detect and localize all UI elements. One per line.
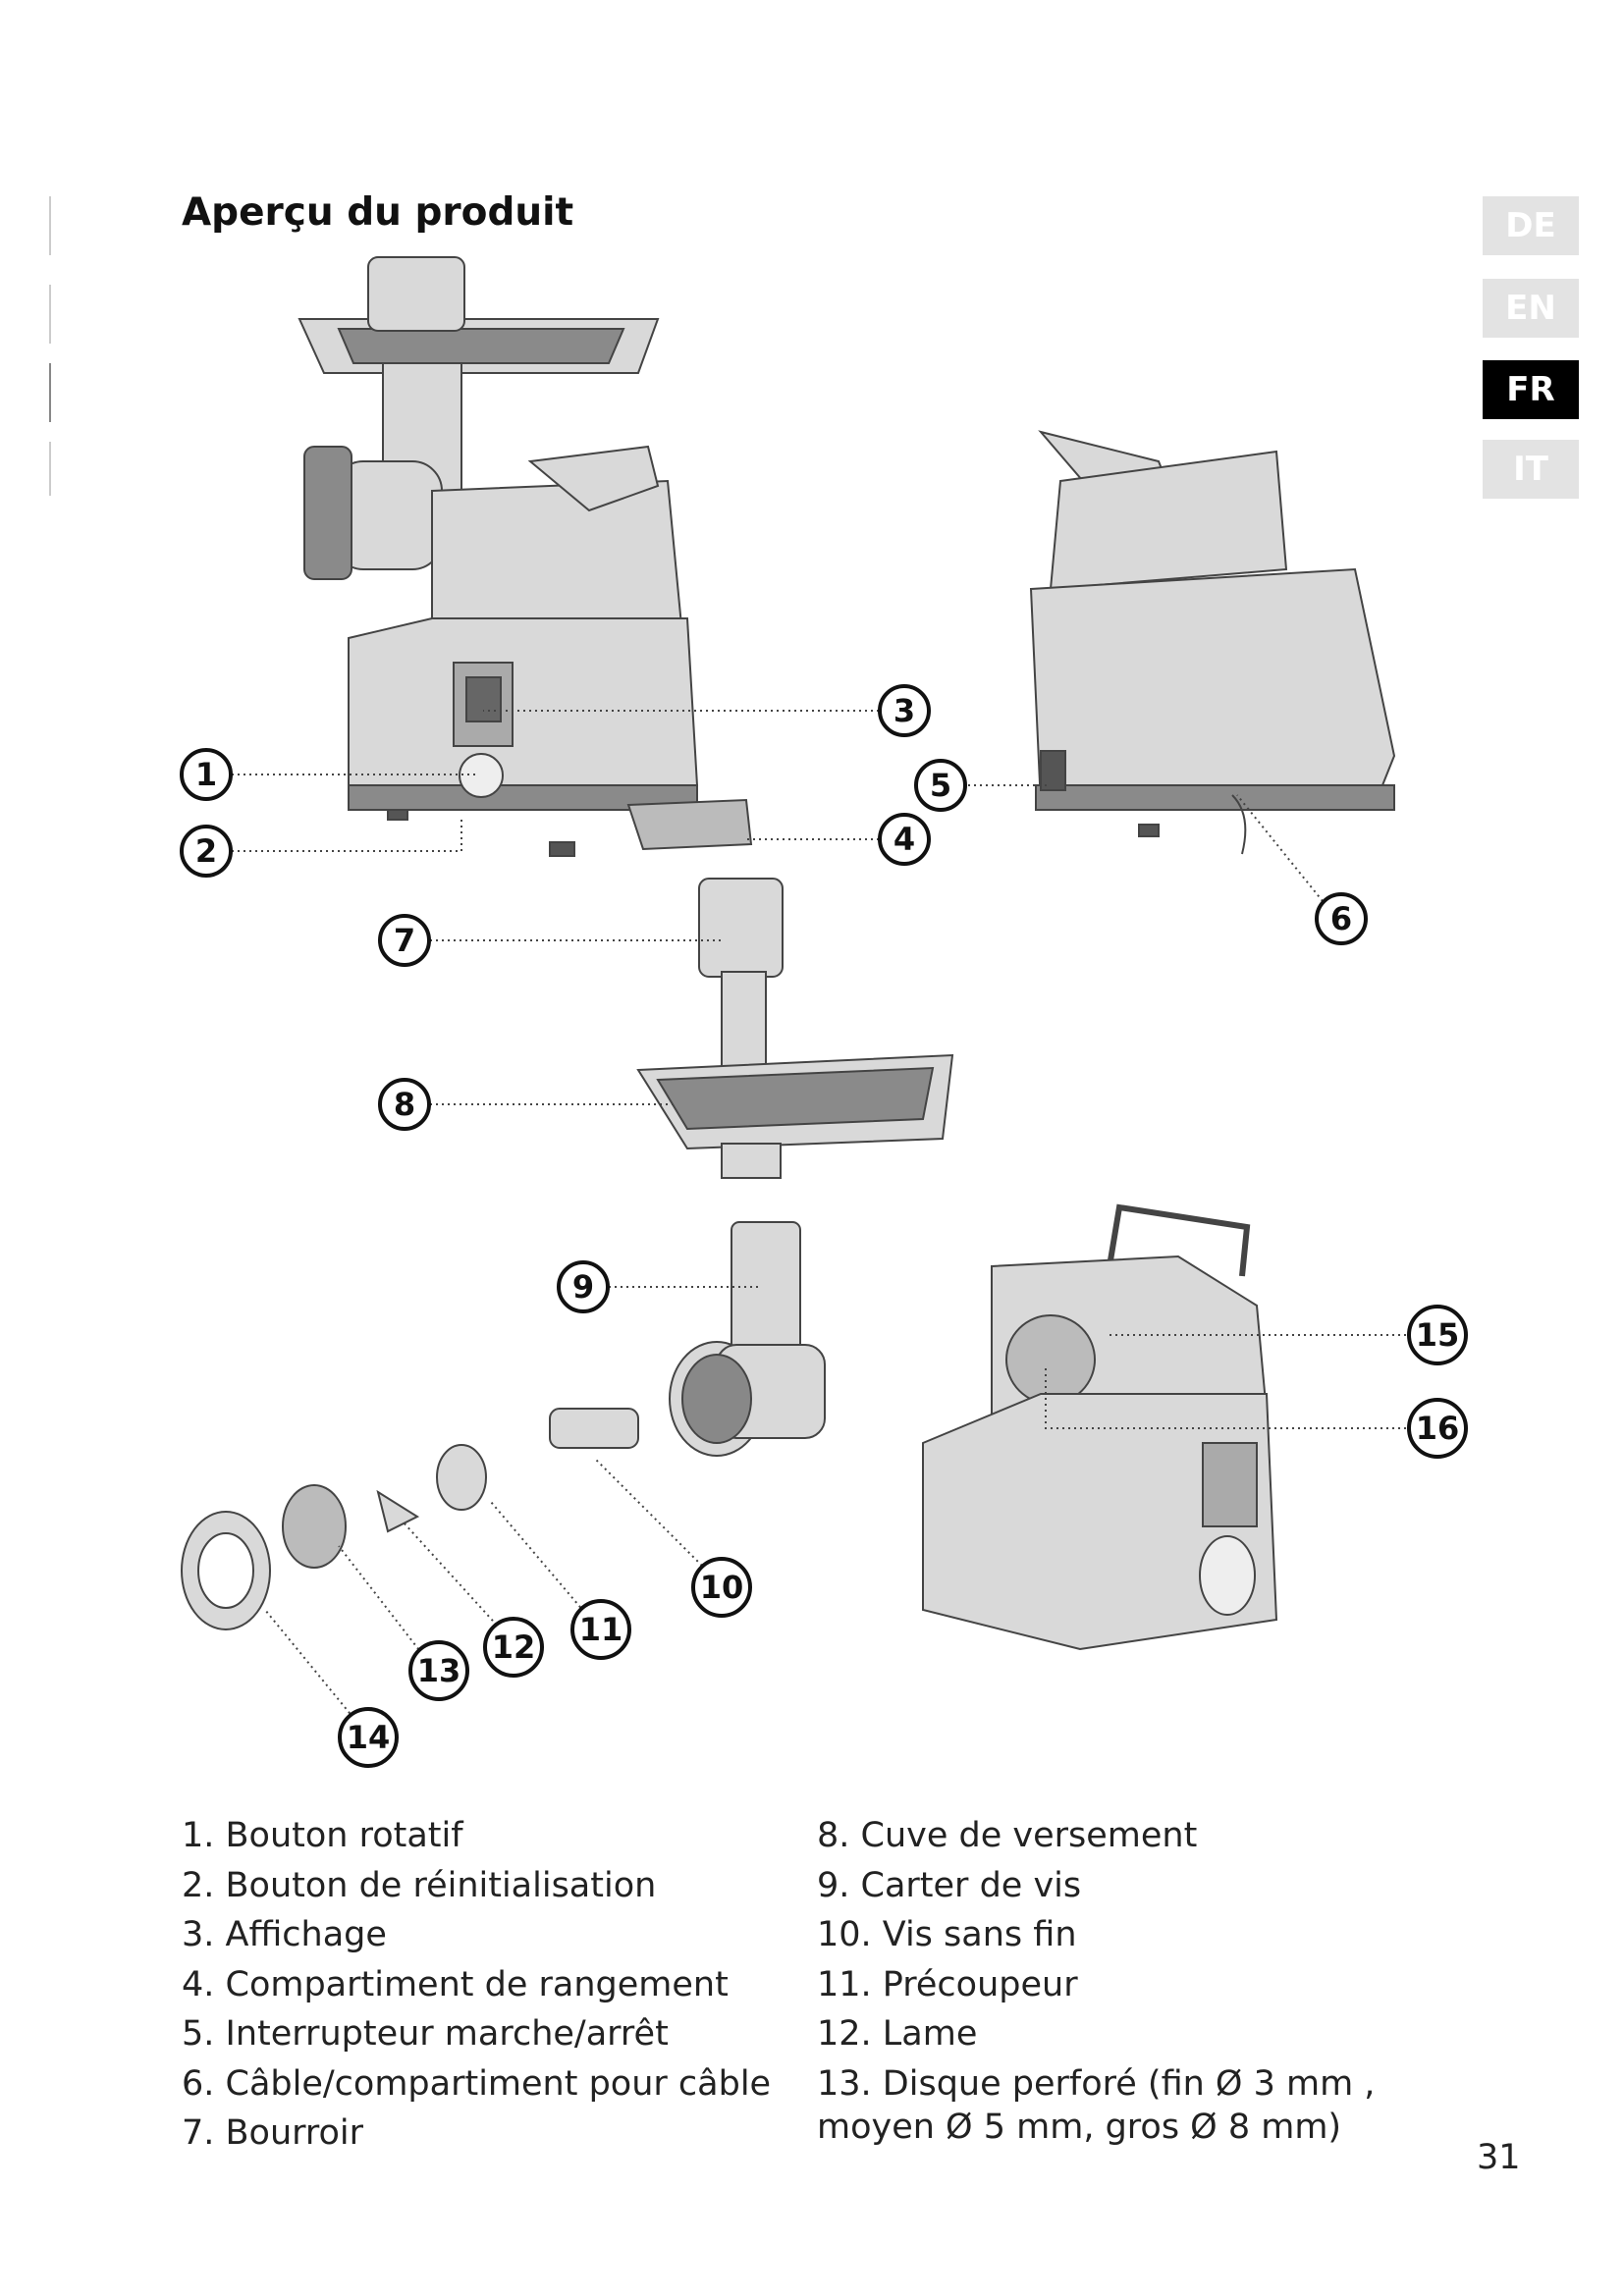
margin-mark [49, 285, 51, 344]
svg-text:8: 8 [394, 1086, 415, 1123]
svg-text:10: 10 [700, 1569, 744, 1606]
callout-3: 3 [878, 684, 931, 737]
callout-15: 15 [1407, 1305, 1468, 1365]
callout-6: 6 [1315, 892, 1368, 945]
tab-fr[interactable]: FR [1483, 360, 1579, 419]
disassembled-parts [181, 1221, 826, 1630]
callout-8: 8 [378, 1078, 431, 1131]
list-item: 4. Compartiment de rangement [182, 1964, 729, 2004]
list-item: 9. Carter de vis [817, 1865, 1082, 1905]
pusher-and-tray [636, 878, 954, 1179]
svg-text:11: 11 [579, 1611, 623, 1648]
parts-list-right: 8. Cuve de versement 9. Carter de vis 10… [817, 1811, 1375, 2153]
svg-text:9: 9 [572, 1268, 594, 1306]
svg-text:15: 15 [1416, 1316, 1460, 1354]
callout-11: 11 [570, 1599, 631, 1660]
list-item: 13. Disque perforé (fin Ø 3 mm , [817, 2063, 1376, 2104]
callout-10: 10 [691, 1557, 752, 1618]
callout-4: 4 [878, 813, 931, 866]
svg-text:5: 5 [930, 767, 951, 804]
tab-en[interactable]: EN [1483, 279, 1579, 338]
svg-text:14: 14 [347, 1719, 391, 1756]
list-item: 12. Lame [817, 2014, 978, 2054]
svg-text:1: 1 [195, 756, 217, 793]
list-item: 10. Vis sans fin [817, 1915, 1077, 1954]
meat-grinder-back [1029, 430, 1396, 855]
callout-9: 9 [557, 1260, 610, 1313]
callout-12: 12 [483, 1617, 544, 1678]
callout-5: 5 [914, 759, 967, 812]
page-number: 31 [1477, 2138, 1521, 2177]
callout-14: 14 [338, 1707, 399, 1768]
svg-text:2: 2 [195, 832, 217, 870]
margin-mark [49, 363, 51, 422]
page-title: Aperçu du produit [182, 190, 574, 235]
meat-grinder-side [922, 1203, 1278, 1651]
meat-grinder-front [298, 256, 753, 857]
list-item: 6. Câble/compartiment pour câble [182, 2063, 772, 2104]
list-item: 1. Bouton rotatif [182, 1816, 463, 1855]
svg-text:6: 6 [1330, 900, 1352, 937]
margin-mark [49, 442, 51, 496]
svg-text:12: 12 [492, 1629, 536, 1666]
tab-de[interactable]: DE [1483, 196, 1579, 255]
list-item: 11. Précoupeur [817, 1964, 1078, 2004]
svg-text:3: 3 [893, 692, 915, 729]
svg-text:4: 4 [893, 821, 915, 858]
leader-lines [232, 710, 1412, 1719]
callout-16: 16 [1407, 1398, 1468, 1459]
list-item: 3. Affichage [182, 1915, 387, 1954]
callout-2: 2 [180, 825, 233, 878]
list-item: 5. Interrupteur marche/arrêt [182, 2014, 669, 2054]
list-item: moyen Ø 5 mm, gros Ø 8 mm) [817, 2108, 1342, 2147]
list-item: 8. Cuve de versement [817, 1816, 1198, 1855]
callout-1: 1 [180, 748, 233, 801]
svg-text:13: 13 [417, 1652, 461, 1689]
list-item: 7. Bourroir [182, 2113, 364, 2153]
callout-13: 13 [408, 1640, 469, 1701]
tab-it[interactable]: IT [1483, 440, 1579, 499]
margin-mark [49, 196, 51, 255]
list-item: 2. Bouton de réinitialisation [182, 1865, 657, 1905]
parts-list-left: 1. Bouton rotatif 2. Bouton de réinitial… [182, 1811, 771, 2159]
svg-text:16: 16 [1416, 1410, 1460, 1447]
svg-text:7: 7 [394, 922, 415, 959]
callout-markers: 1 2 3 4 5 6 7 8 9 10 11 12 13 14 15 16 [180, 684, 1468, 1768]
callout-7: 7 [378, 914, 431, 967]
